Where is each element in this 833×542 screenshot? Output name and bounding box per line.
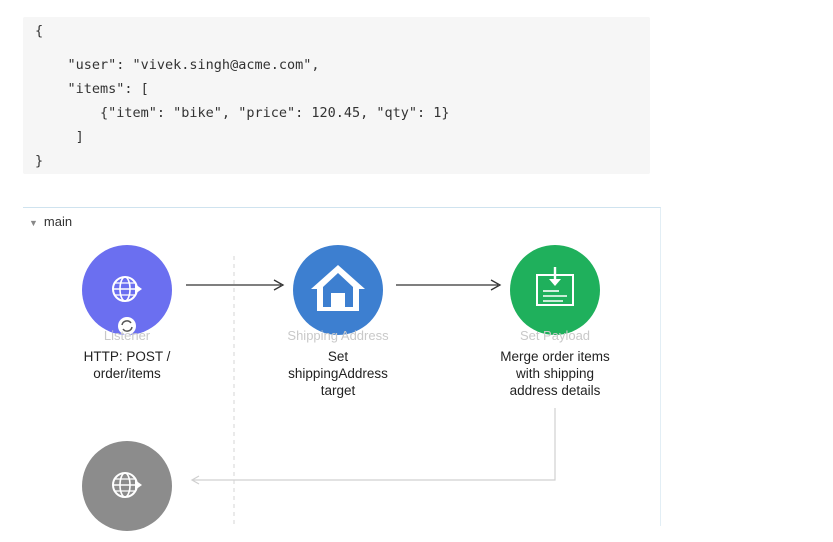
response-node[interactable] — [82, 441, 172, 531]
code-line: { — [35, 23, 44, 39]
node-description-line: shippingAddress — [288, 366, 388, 381]
flow-connectors — [186, 256, 556, 526]
flow-canvas: ▼main Listener HTTP: POST / ord — [23, 207, 661, 531]
return-arrow-head — [190, 475, 200, 485]
code-line: {"item": "bike", "price": 120.45, "qty":… — [35, 105, 450, 121]
flow-title: main — [43, 214, 73, 229]
arrow-head — [490, 279, 502, 291]
code-block: { "user": "vivek.singh@acme.com", "items… — [23, 17, 650, 174]
house-icon — [311, 265, 365, 311]
shipping-address-node[interactable] — [293, 245, 383, 335]
node-type-label: Set Payload — [519, 328, 591, 343]
sync-badge-icon — [118, 317, 136, 335]
node-description: Set shippingAddress target — [258, 348, 418, 399]
node-description: HTTP: POST / order/items — [47, 348, 207, 382]
node-description-line: Set — [327, 349, 349, 364]
collapse-caret-icon[interactable]: ▼ — [29, 218, 38, 228]
code-line: "user": "vivek.singh@acme.com", — [35, 57, 320, 73]
globe-icon — [112, 276, 142, 302]
arrow-head — [273, 279, 285, 291]
node-description-line: with shipping — [515, 366, 595, 381]
node-description: Merge order items with shipping address … — [470, 348, 640, 399]
code-line: ] — [35, 129, 84, 145]
set-payload-node[interactable] — [510, 245, 600, 335]
listener-node[interactable] — [82, 245, 172, 335]
node-description-line: Merge order items — [500, 349, 610, 364]
node-description-line: HTTP: POST / — [83, 349, 171, 364]
node-type-label: Listener — [103, 328, 151, 343]
flow-title-bar[interactable]: ▼ main — [29, 214, 72, 229]
globe-icon — [112, 472, 142, 498]
node-description-line: target — [320, 383, 356, 398]
return-line — [193, 408, 556, 481]
code-line: } — [35, 153, 44, 169]
payload-icon — [536, 267, 574, 306]
code-line: "items": [ — [35, 81, 149, 97]
node-description-line: address details — [509, 383, 601, 398]
node-type-label: Shipping Address — [287, 328, 389, 343]
node-description-line: order/items — [93, 366, 161, 381]
